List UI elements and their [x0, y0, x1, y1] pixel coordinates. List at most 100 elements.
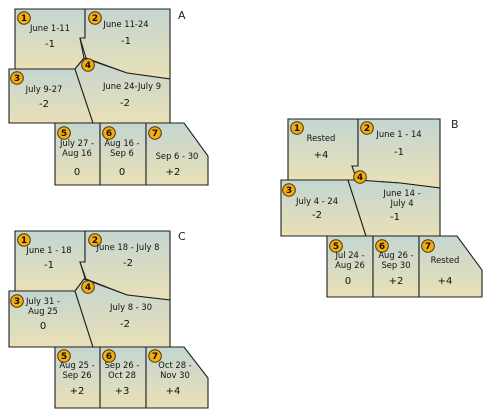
field-dates: July 4 [389, 198, 413, 208]
badge-circle [421, 239, 435, 253]
field-number-badge: 6 [375, 239, 389, 253]
field-dates: June 24-July 9 [102, 81, 161, 91]
badge-circle [57, 126, 71, 140]
badge-circle [148, 126, 162, 140]
field-number-badge: 1 [17, 11, 31, 25]
panel-b-letter: B [451, 118, 459, 131]
badge-number: 2 [92, 14, 98, 24]
field-7-area [145, 346, 209, 409]
field-number-badge: 4 [81, 58, 95, 72]
field-value: 0 [40, 321, 46, 332]
badge-circle [148, 349, 162, 363]
badge-number: 2 [92, 236, 98, 246]
badge-circle [282, 183, 296, 197]
badge-number: 4 [85, 283, 91, 293]
panel-a-letter: A [178, 9, 186, 22]
badge-number: 1 [21, 14, 27, 24]
field-value: -2 [123, 258, 133, 269]
badge-number: 7 [152, 352, 158, 362]
badge-circle [360, 121, 374, 135]
field-dates: Aug 26 - [378, 250, 413, 260]
field-dates: June 1 - 14 [375, 129, 421, 139]
field-number-badge: 7 [148, 126, 162, 140]
field-value: +2 [166, 167, 181, 178]
badge-number: 4 [357, 173, 363, 183]
field-number-badge: 4 [353, 170, 367, 184]
field-dates: Aug 16 - [104, 138, 139, 148]
field-value: +4 [438, 276, 453, 287]
field-number-badge: 3 [10, 294, 24, 308]
field-number-badge: 1 [17, 233, 31, 247]
field-value: -1 [394, 147, 404, 158]
badge-circle [102, 126, 116, 140]
badge-circle [81, 58, 95, 72]
badge-number: 1 [294, 124, 300, 134]
badge-circle [329, 239, 343, 253]
badge-number: 5 [61, 129, 67, 139]
badge-number: 1 [21, 236, 27, 246]
badge-number: 6 [379, 242, 385, 252]
field-value: +2 [389, 276, 404, 287]
field-value: +2 [70, 386, 85, 397]
badge-number: 6 [106, 129, 112, 139]
badge-circle [17, 11, 31, 25]
field-value: -2 [120, 319, 130, 330]
field-number-badge: 1 [290, 121, 304, 135]
badge-circle [17, 233, 31, 247]
field-dates: Aug 25 [28, 306, 58, 316]
badge-number: 3 [286, 186, 292, 196]
field-number-badge: 5 [329, 239, 343, 253]
field-value: 0 [119, 167, 125, 178]
badge-circle [290, 121, 304, 135]
field-dates: July 8 - 30 [109, 302, 152, 312]
badge-number: 7 [425, 242, 431, 252]
field-dates: Sep 30 [381, 260, 410, 270]
field-value: 0 [345, 276, 351, 287]
badge-circle [10, 71, 24, 85]
field-dates: Rested [431, 255, 460, 265]
field-number-badge: 4 [81, 280, 95, 294]
field-dates: June 1-11 [29, 23, 70, 33]
field-number-badge: 2 [88, 233, 102, 247]
field-dates: July 9-27 [25, 84, 63, 94]
field-dates: June 1 - 18 [25, 245, 71, 255]
field-number-badge: 2 [360, 121, 374, 135]
field-number-badge: 6 [102, 349, 116, 363]
badge-number: 3 [14, 74, 20, 84]
field-value: +3 [115, 386, 130, 397]
field-number-badge: 7 [421, 239, 435, 253]
field-7-area [145, 122, 209, 186]
field-value: +4 [314, 150, 329, 161]
badge-circle [57, 349, 71, 363]
field-dates: June 11-24 [102, 19, 148, 29]
field-dates: Rested [307, 133, 336, 143]
badge-number: 2 [364, 124, 370, 134]
field-dates: Jul 24 - [334, 250, 364, 260]
field-value: -1 [121, 36, 131, 47]
badge-number: 5 [333, 242, 339, 252]
badge-circle [375, 239, 389, 253]
field-number-badge: 5 [57, 349, 71, 363]
panel-c-letter: C [178, 230, 186, 243]
field-number-badge: 3 [282, 183, 296, 197]
field-dates: Sep 26 [62, 370, 91, 380]
field-value: -1 [390, 212, 400, 223]
field-dates: July 27 - [59, 138, 94, 148]
field-value: -2 [39, 99, 49, 110]
badge-number: 3 [14, 297, 20, 307]
